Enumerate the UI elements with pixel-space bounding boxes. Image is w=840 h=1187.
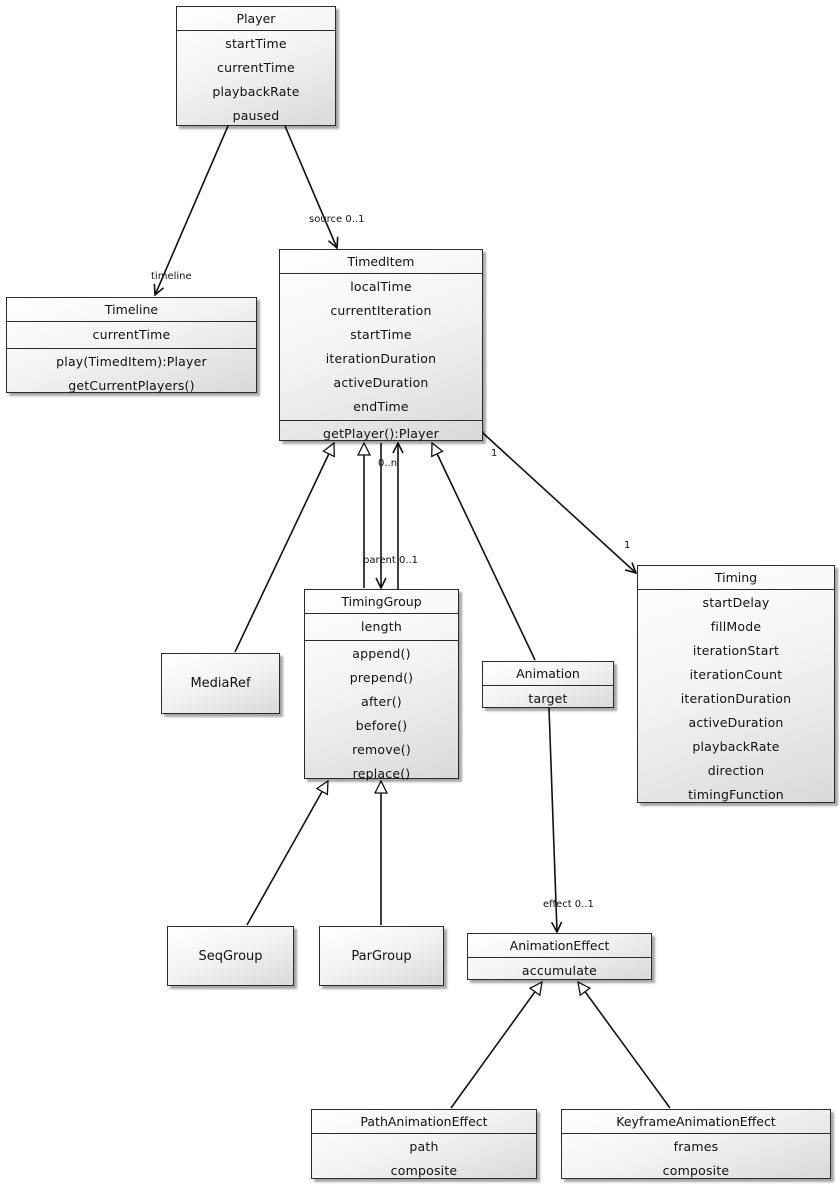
operations-section: play(TimedItem):Player getCurrentPlayers(… (7, 349, 256, 399)
attribute: timingFunction (688, 787, 784, 802)
attribute: fillMode (710, 619, 762, 634)
class-timeline[interactable]: Timeline currentTime play(TimedItem):Playe… (6, 297, 257, 393)
attributes-section: target (483, 686, 613, 712)
attribute: currentIteration (330, 303, 432, 318)
class-mediaref[interactable]: MediaRef (161, 653, 280, 714)
edge-path-animationeffect (450, 982, 542, 1109)
operation: getPlayer():Player (323, 426, 439, 441)
attributes-section: startDelay fillMode iterationStart iteratio… (638, 590, 834, 808)
attributes-section: currentTime (7, 322, 256, 349)
attribute: iterationDuration (325, 351, 437, 366)
edge-player-timeline (155, 125, 229, 295)
attribute: currentTime (92, 327, 171, 342)
attribute: iterationDuration (680, 691, 792, 706)
class-name: Timeline (7, 298, 256, 322)
attribute: iterationCount (689, 667, 783, 682)
attribute: composite (662, 1163, 730, 1178)
operation: replace() (352, 766, 411, 781)
label-parent: parent 0..1 (363, 555, 418, 566)
label-timing-target: 1 (624, 540, 630, 551)
operation: play(TimedItem):Player (56, 354, 207, 369)
operation: before() (355, 718, 408, 733)
class-keyframeanimationeffect[interactable]: KeyframeAnimationEffect frames composite (561, 1109, 831, 1179)
label-timeline: timeline (151, 271, 192, 282)
attribute: endTime (353, 399, 409, 414)
class-pargroup[interactable]: ParGroup (319, 926, 444, 986)
operations-section: append() prepend() after() before() remove()… (305, 641, 458, 787)
operation: getCurrentPlayers() (68, 378, 195, 393)
edge-keyframe-animationeffect (578, 982, 671, 1109)
label-timing-source: 1 (491, 448, 497, 459)
class-name: SeqGroup (198, 948, 263, 964)
attribute: currentTime (217, 60, 295, 75)
operation: after() (361, 694, 402, 709)
attribute: frames (673, 1139, 719, 1154)
attribute: target (528, 691, 568, 706)
edge-animation-timeditem (432, 443, 536, 661)
attribute: playbackRate (212, 84, 300, 99)
operation: remove() (352, 742, 411, 757)
attribute: direction (707, 763, 765, 778)
class-name: Timing (638, 566, 834, 590)
edge-seqgroup-timinggroup (246, 781, 328, 926)
edge-animation-effect (549, 708, 557, 932)
attributes-section: accumulate (468, 958, 651, 984)
label-source: source 0..1 (309, 214, 364, 225)
attributes-section: path composite (312, 1134, 536, 1184)
class-animation[interactable]: Animation target (482, 661, 614, 708)
operation: prepend() (349, 670, 414, 685)
attribute: composite (390, 1163, 458, 1178)
attribute: accumulate (521, 963, 598, 978)
operation: append() (352, 646, 411, 661)
attributes-section: frames composite (562, 1134, 830, 1184)
class-player[interactable]: Player startTime currentTime playbackRate pa… (176, 6, 336, 126)
label-children: 0..n (378, 458, 397, 469)
edge-timeditem-timing (484, 434, 636, 573)
class-timinggroup[interactable]: TimingGroup length append() prepend() after(… (304, 589, 459, 781)
class-name: PathAnimationEffect (312, 1110, 536, 1134)
attribute: startDelay (702, 595, 770, 610)
class-name: ParGroup (351, 948, 412, 964)
class-name: TimedItem (280, 250, 482, 274)
class-name: KeyframeAnimationEffect (562, 1110, 830, 1134)
attribute: path (409, 1139, 439, 1154)
class-name: MediaRef (190, 676, 251, 691)
attribute: startTime (225, 36, 287, 51)
attribute: length (360, 619, 403, 634)
class-seqgroup[interactable]: SeqGroup (167, 926, 294, 986)
attributes-section: localTime currentIteration startTime iterat… (280, 274, 482, 421)
class-pathanimationeffect[interactable]: PathAnimationEffect path composite (311, 1109, 537, 1179)
class-name: Player (177, 7, 335, 31)
class-animationeffect[interactable]: AnimationEffect accumulate (467, 933, 652, 980)
attribute: iterationStart (692, 643, 780, 658)
attributes-section: length (305, 614, 458, 641)
label-effect: effect 0..1 (543, 899, 594, 910)
edge-player-timeditem (284, 125, 337, 248)
class-name: AnimationEffect (468, 934, 651, 958)
operations-section: getPlayer():Player (280, 421, 482, 447)
attribute: playbackRate (692, 739, 780, 754)
class-name: Animation (483, 662, 613, 686)
attributes-section: startTime currentTime playbackRate paused (177, 31, 335, 129)
attribute: startTime (350, 327, 412, 342)
attribute: paused (232, 108, 280, 123)
class-name: TimingGroup (305, 590, 458, 614)
attribute: localTime (350, 279, 412, 294)
class-timeditem[interactable]: TimedItem localTime currentIteration startT… (279, 249, 483, 441)
class-timing[interactable]: Timing startDelay fillMode iterationStart it… (637, 565, 835, 803)
attribute: activeDuration (333, 375, 429, 390)
attribute: activeDuration (688, 715, 784, 730)
edge-mediaref-timeditem (234, 443, 334, 653)
